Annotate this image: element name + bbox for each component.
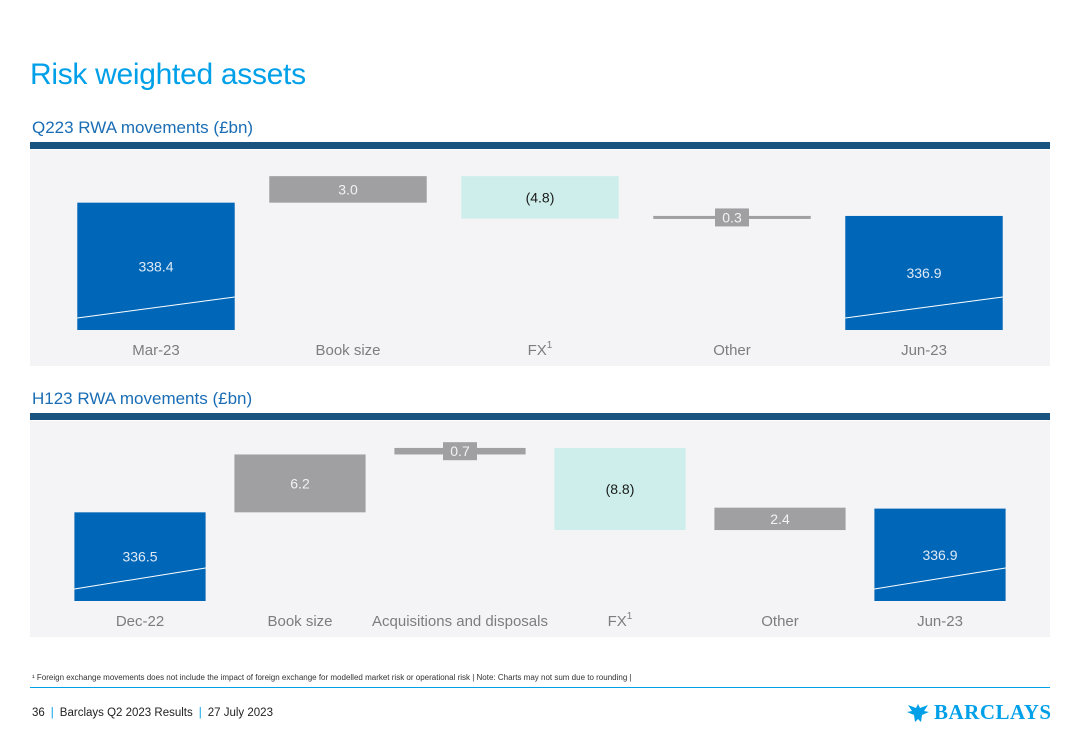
footer-rule bbox=[30, 687, 1050, 688]
bar-fx bbox=[461, 176, 619, 219]
value-label: 336.5 bbox=[122, 549, 157, 565]
value-label: 338.4 bbox=[138, 258, 173, 274]
barclays-logo: BARCLAYS bbox=[906, 700, 1052, 725]
category-label: Book size bbox=[267, 613, 332, 630]
category-label: Other bbox=[713, 342, 751, 359]
value-label: (8.8) bbox=[606, 481, 635, 497]
chart-1-title: Q223 RWA movements (£bn) bbox=[32, 118, 254, 137]
footer-separator: | bbox=[50, 707, 54, 719]
value-label: 0.3 bbox=[722, 209, 742, 225]
footnote: ¹ Foreign exchange movements does not in… bbox=[32, 673, 632, 682]
chart-1-rule bbox=[30, 142, 1050, 149]
bar-other bbox=[714, 507, 846, 531]
page-title: Risk weighted assets bbox=[30, 58, 306, 91]
category-label: FX1 bbox=[528, 340, 553, 359]
category-label: FX1 bbox=[608, 611, 633, 630]
value-label: 0.7 bbox=[450, 443, 470, 459]
page-number: 36 bbox=[32, 707, 45, 719]
category-label: Mar-23 bbox=[132, 342, 180, 359]
bar-fx bbox=[554, 447, 686, 531]
category-label: Other bbox=[761, 613, 799, 630]
eagle-icon bbox=[907, 703, 929, 722]
chart-2-title: H123 RWA movements (£bn) bbox=[32, 389, 253, 408]
bar-accent-line bbox=[845, 296, 1003, 319]
value-label: 336.9 bbox=[922, 547, 957, 563]
category-label: Jun-23 bbox=[901, 342, 947, 359]
category-label: Acquisitions and disposals bbox=[372, 613, 548, 630]
bar-accent-line bbox=[874, 567, 1006, 590]
bar-book-size bbox=[269, 176, 427, 203]
chart-2-rule bbox=[30, 413, 1050, 420]
value-label-pill bbox=[715, 208, 749, 227]
value-label: 336.9 bbox=[906, 265, 941, 281]
bar-dec-22 bbox=[74, 512, 206, 601]
value-label: 3.0 bbox=[338, 181, 358, 197]
value-label: 6.2 bbox=[290, 475, 310, 491]
value-label: (4.8) bbox=[526, 189, 555, 205]
report-date: 27 July 2023 bbox=[207, 707, 273, 719]
report-name: Barclays Q2 2023 Results bbox=[59, 707, 193, 719]
value-label: 2.4 bbox=[770, 511, 790, 527]
bar-accent-line bbox=[74, 567, 206, 590]
logo-text: BARCLAYS bbox=[934, 700, 1052, 724]
value-label-pill bbox=[443, 442, 477, 461]
category-label: Book size bbox=[315, 342, 380, 359]
footer: 36 | Barclays Q2 2023 Results | 27 July 2023 bbox=[32, 707, 273, 719]
bar-jun-23 bbox=[845, 215, 1003, 330]
bar-accent-line bbox=[77, 296, 235, 319]
category-label: Jun-23 bbox=[917, 613, 963, 630]
bar-book-size bbox=[234, 454, 366, 513]
category-label: Dec-22 bbox=[116, 613, 164, 630]
footer-separator: | bbox=[198, 707, 202, 719]
bar-mar-23 bbox=[77, 202, 235, 330]
